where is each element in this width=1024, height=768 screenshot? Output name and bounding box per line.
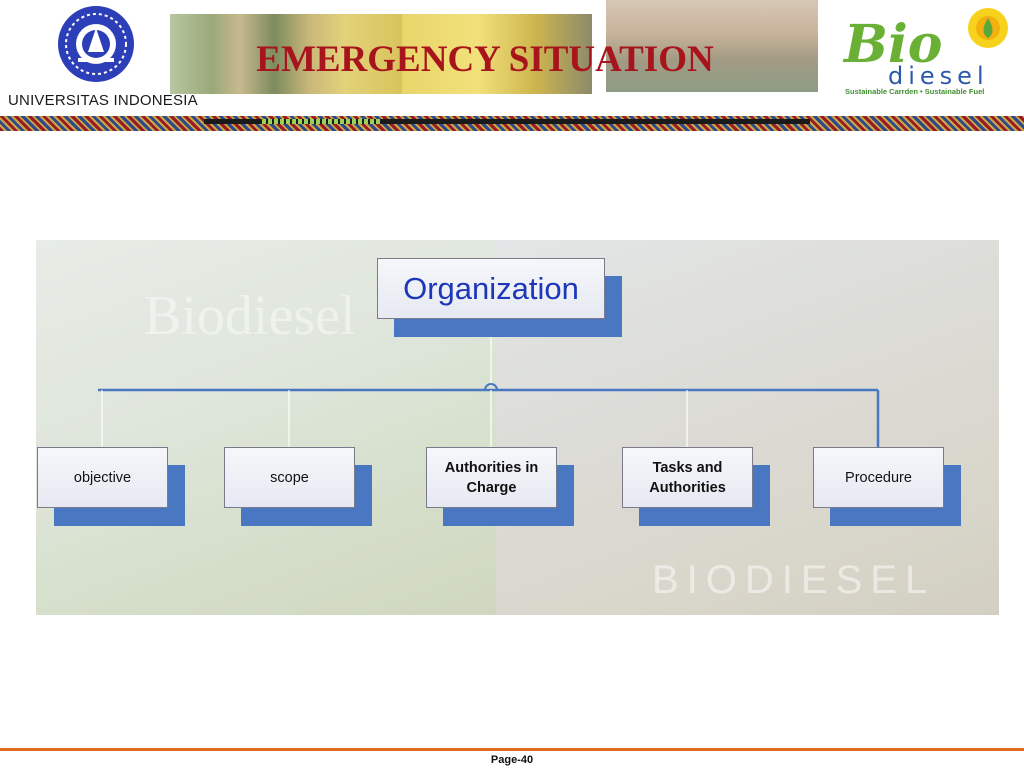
page-number: Page-40	[490, 754, 534, 766]
biodiesel-logo: Bio diesel	[842, 8, 1008, 90]
band-strip	[204, 119, 810, 124]
org-chart-panel: Biodiesel BIODIESEL Organization objecti…	[36, 240, 999, 615]
org-root-box: Organization	[377, 258, 605, 319]
header-photo-yellow-panel	[402, 14, 592, 94]
page-title: EMERGENCY SITUATION	[256, 39, 714, 80]
child-box-authorities-in-charge: Authorities in Charge	[426, 447, 557, 508]
footer-divider	[0, 748, 1024, 751]
logo-word-diesel: diesel	[888, 62, 989, 90]
child-box-scope: scope	[224, 447, 355, 508]
connector-hub-arc	[484, 383, 498, 391]
sunflower-icon	[968, 8, 1008, 48]
watermark-left: Biodiesel	[144, 285, 356, 347]
university-logo-icon	[58, 6, 134, 82]
logo-word-bio: Bio	[842, 14, 942, 75]
child-box-procedure: Procedure	[813, 447, 944, 508]
header-photo-refinery	[606, 0, 818, 92]
logo-tagline: Sustainable Carrden • Sustainable Fuel	[845, 87, 985, 96]
child-box-objective: objective	[37, 447, 168, 508]
band-dots	[262, 119, 382, 124]
child-box-tasks-and-authorities: Tasks and Authorities	[622, 447, 753, 508]
header-photo-palm-trees	[170, 14, 402, 94]
university-name: UNIVERSITAS INDONESIA	[8, 92, 198, 109]
watermark-right: BIODIESEL	[652, 558, 936, 602]
connector-lines	[98, 320, 880, 447]
